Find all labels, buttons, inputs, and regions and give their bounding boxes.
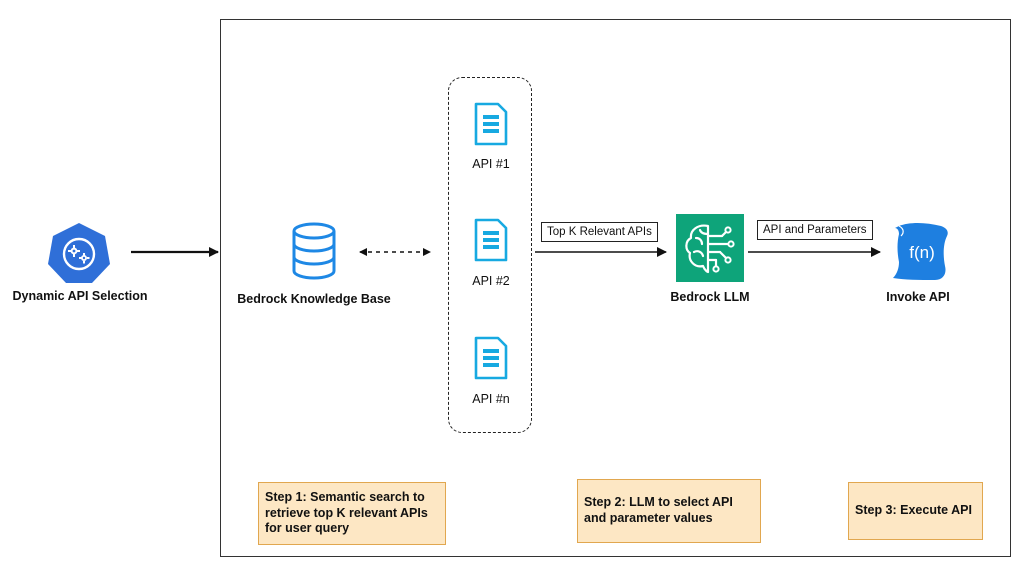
api-2-label: API #2 [472, 274, 510, 288]
hexagon-gear-icon [48, 223, 110, 283]
step-3-text: Step 3: Execute API [855, 503, 972, 518]
document-icon [474, 336, 508, 380]
step-3-box: Step 3: Execute API [848, 482, 983, 540]
brain-circuit-icon [676, 214, 744, 282]
scroll-function-icon: f(n) [893, 223, 948, 280]
api-and-parameters-label: API and Parameters [757, 220, 873, 240]
database-icon [292, 222, 336, 280]
api-group-container [448, 77, 532, 433]
api-1-label: API #1 [472, 157, 510, 171]
step-2-text: Step 2: LLM to select API and parameter … [584, 495, 733, 525]
step-2-box: Step 2: LLM to select API and parameter … [577, 479, 761, 543]
document-icon [474, 102, 508, 146]
invoke-glyph: f(n) [909, 243, 935, 262]
api-n-label: API #n [472, 392, 510, 406]
dynamic-api-selection-label: Dynamic API Selection [12, 289, 148, 303]
top-k-relevant-apis-label: Top K Relevant APIs [541, 222, 658, 242]
diagram-frame [220, 19, 1011, 557]
knowledge-base-label: Bedrock Knowledge Base [237, 292, 391, 306]
invoke-api-label: Invoke API [886, 290, 950, 304]
document-icon [474, 218, 508, 262]
step-1-box: Step 1: Semantic search to retrieve top … [258, 482, 446, 545]
bedrock-llm-label: Bedrock LLM [670, 290, 750, 304]
step-1-text: Step 1: Semantic search to retrieve top … [265, 490, 428, 536]
